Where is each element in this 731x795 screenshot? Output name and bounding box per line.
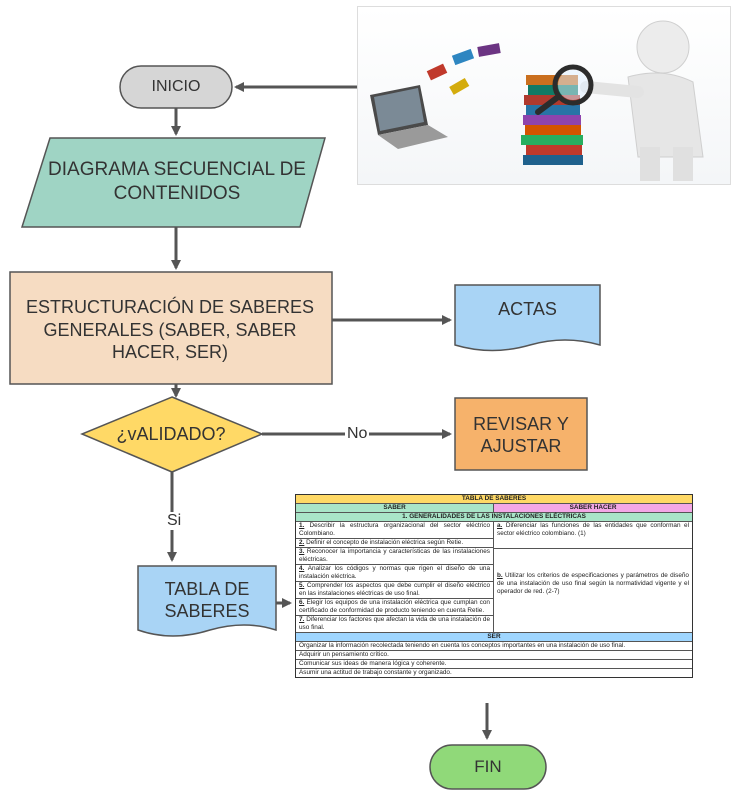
estructuracion-label: ESTRUCTURACIÓN DE SABERES GENERALES (SAB… xyxy=(25,297,315,363)
ser-item: Asumir una actitud de trabajo constante … xyxy=(299,669,452,676)
ser-header: SER xyxy=(296,633,692,641)
saber-column: 1. Describir la estructura organizaciona… xyxy=(296,522,494,632)
saber-item: 5. Comprender los aspectos que debe cump… xyxy=(296,582,493,599)
ser-row: Asumir una actitud de trabajo constante … xyxy=(296,668,692,677)
tabla-label: TABLA DE SABERES xyxy=(164,578,250,622)
ser-row: Comunicar sus ideas de manera lógica y c… xyxy=(296,659,692,668)
actas-document xyxy=(454,284,601,352)
saber-item: 7. Diferenciar los factores que afectan … xyxy=(299,616,490,631)
saber-hacer-header: SABER HACER xyxy=(494,504,692,512)
tabla-de-saberes: TABLA DE SABERES SABER SABER HACER 1. GE… xyxy=(295,494,693,678)
research-illustration xyxy=(357,6,731,185)
validado-label: ¿vALIDADO? xyxy=(116,423,226,444)
ser-row: Adquirir un pensamiento crítico. xyxy=(296,650,692,659)
ser-item: Comunicar sus ideas de manera lógica y c… xyxy=(299,660,447,667)
saber-item: 6. Elegir los equipos de una instalación… xyxy=(296,599,493,616)
edge-label-no: No xyxy=(345,425,370,443)
section-row: 1. GENERALIDADES DE LAS INSTALACIONES EL… xyxy=(296,512,692,521)
figure-with-magnifier-icon xyxy=(535,20,704,181)
diagrama-label: DIAGRAMA SECUENCIAL DE CONTENIDOS xyxy=(48,159,306,204)
actas-label: ACTAS xyxy=(498,298,557,319)
saber-hacer-column: a. Diferenciar las funciones de las enti… xyxy=(494,522,692,632)
saber-header: SABER xyxy=(296,504,494,512)
fin-label: FIN xyxy=(474,757,502,777)
ser-header-row: SER xyxy=(296,632,692,641)
section-general-header: 1. GENERALIDADES DE LAS INSTALACIONES EL… xyxy=(296,513,692,521)
diagrama-io-shape xyxy=(20,137,326,228)
inicio-label: INICIO xyxy=(151,78,201,95)
edge-label-si: Si xyxy=(165,512,184,530)
saber-item: 2. Definir el concepto de instalación el… xyxy=(296,539,493,548)
table-title-row: TABLA DE SABERES xyxy=(296,495,692,503)
revisar-label: REVISAR Y AJUSTAR xyxy=(473,413,569,457)
ser-row: Organizar la información recolectada ten… xyxy=(296,641,692,650)
table-title: TABLA DE SABERES xyxy=(296,495,692,503)
saber-columns: 1. Describir la estructura organizaciona… xyxy=(296,521,692,632)
saber-item: 3. Reconocer la importancia y caracterís… xyxy=(296,548,493,565)
saber-hacer-item: b. Utilizar los criterios de especificac… xyxy=(497,572,689,595)
estructuracion-process xyxy=(9,271,333,385)
ser-item: Organizar la información recolectada ten… xyxy=(299,642,626,649)
fin-terminal xyxy=(429,744,547,790)
ser-item: Adquirir un pensamiento crítico. xyxy=(299,651,389,658)
revisar-process xyxy=(454,397,588,471)
tabla-document xyxy=(137,565,277,637)
saber-hacer-item: a. Diferenciar las funciones de las enti… xyxy=(494,522,692,549)
laptop-icon xyxy=(370,85,448,149)
table-header-row: SABER SABER HACER xyxy=(296,503,692,512)
flying-books-icon xyxy=(426,43,501,95)
saber-item: 4. Analizar los códigos y normas que rig… xyxy=(296,565,493,582)
illustration-graphic xyxy=(370,20,704,181)
saber-item: 1. Describir la estructura organizaciona… xyxy=(296,522,493,539)
